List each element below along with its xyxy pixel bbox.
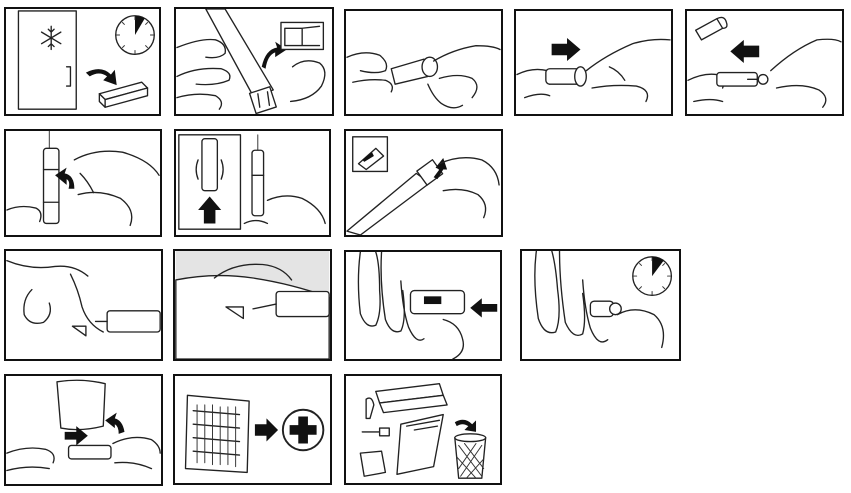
step-6-remove-needle-cap-panel xyxy=(4,129,162,237)
syringe-pack xyxy=(184,394,250,474)
curved-arrow-icon xyxy=(55,167,75,189)
used-needle xyxy=(361,427,390,437)
curved-arrow-icon xyxy=(105,412,125,434)
syringe-body xyxy=(346,159,444,235)
step-12-wait-panel xyxy=(520,249,681,361)
syringe-body xyxy=(252,290,330,318)
step-7-expel-air-panel xyxy=(174,129,331,237)
upright-syringe xyxy=(42,147,60,225)
syringe-body xyxy=(409,289,466,315)
swab-packet xyxy=(56,379,106,431)
empty-carton xyxy=(375,383,448,414)
freezer-door xyxy=(17,10,77,110)
clock-icon xyxy=(632,256,673,297)
step-2-open-carton-panel xyxy=(174,7,334,116)
step-4-attach-needle-panel xyxy=(514,9,673,116)
syringe-carton xyxy=(205,9,277,114)
arrow-up-icon xyxy=(433,157,448,180)
carton-box xyxy=(98,81,149,108)
arrow-left-icon xyxy=(470,298,498,318)
arrow-left-icon xyxy=(730,39,760,63)
cap-being-removed xyxy=(390,56,439,85)
curved-arrow-icon xyxy=(454,419,477,432)
needle-cap xyxy=(694,16,728,41)
curved-arrow-icon xyxy=(85,69,117,86)
step-8-pull-back-plunger-panel xyxy=(344,129,503,237)
syringe-tip xyxy=(94,310,161,333)
inset-detail xyxy=(178,134,242,230)
syringe-with-needle xyxy=(716,71,769,87)
step-15-dispose-panel xyxy=(344,374,502,485)
step-3-remove-pouch-panel xyxy=(344,9,503,116)
step-9-inject-site-panel xyxy=(4,249,163,361)
waste-bin-icon xyxy=(454,433,487,479)
needle-cap xyxy=(365,397,375,420)
clock-icon xyxy=(115,15,155,55)
step-14-return-pharmacy-panel xyxy=(173,374,332,485)
leaflet-icon xyxy=(396,413,444,475)
arrow-right-icon xyxy=(551,37,581,62)
step-1-thaw-panel xyxy=(4,7,161,116)
syringe-body xyxy=(67,444,112,460)
syringe-tip xyxy=(545,66,587,87)
inset-detail xyxy=(352,136,389,173)
arrow-right-icon xyxy=(254,418,279,442)
step-10-insert-needle-panel xyxy=(173,249,332,361)
upright-syringe xyxy=(251,134,265,217)
syringe-tip xyxy=(589,300,622,318)
arrow-up-icon xyxy=(198,196,222,224)
step-11-press-plunger-panel xyxy=(344,250,502,361)
hand-holding-carton xyxy=(176,38,231,110)
swab-packet xyxy=(359,450,387,477)
step-5-needle-cap-panel xyxy=(685,9,844,116)
arrow-right-icon xyxy=(64,426,88,446)
pharmacy-cross-icon xyxy=(281,408,325,452)
snowflake-icon xyxy=(40,25,62,51)
step-13-recap-panel xyxy=(4,374,163,486)
leaflet-icon xyxy=(280,21,325,51)
